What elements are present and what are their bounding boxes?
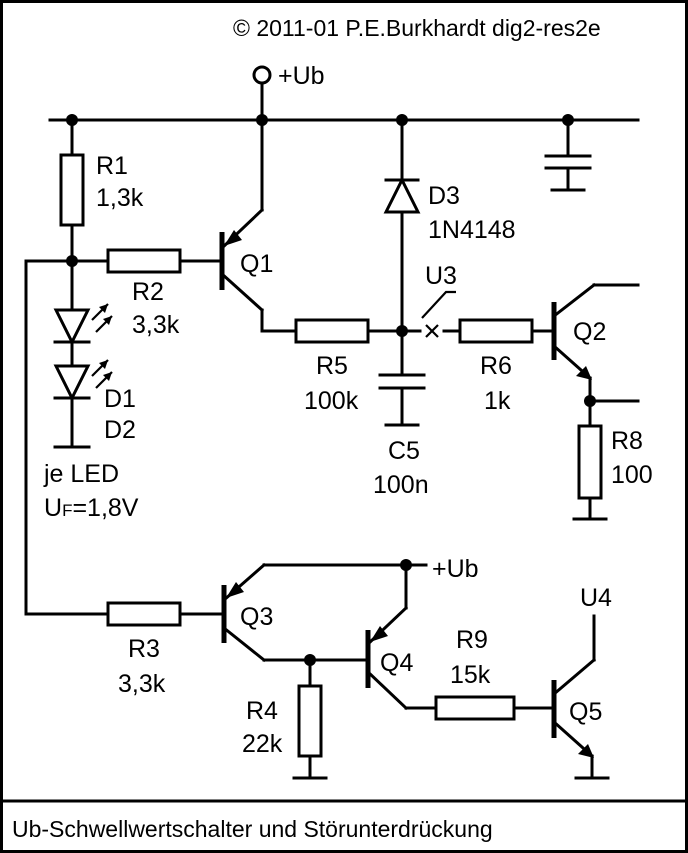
transistor-q4 [365, 563, 438, 711]
q1-name: Q1 [240, 250, 273, 278]
resistor-r4 [297, 684, 323, 758]
u3-test-point [421, 290, 456, 338]
transistor-q5 [551, 614, 597, 780]
r1-name: R1 [96, 152, 128, 180]
led-d1 [53, 303, 113, 346]
d3-name: D3 [428, 182, 460, 210]
capacitor-decoupling [544, 154, 592, 170]
r8-value: 100 [611, 461, 653, 489]
resistor-r2 [106, 248, 182, 274]
u4-label: U4 [580, 584, 612, 612]
copyright-text: © 2011-01 P.E.Burkhardt dig2-res2e [233, 15, 601, 41]
r8-name: R8 [611, 427, 643, 455]
resistor-r5 [294, 318, 370, 344]
r2-value: 3,3k [132, 311, 180, 339]
r4-name: R4 [246, 697, 278, 725]
r9-value: 15k [450, 661, 491, 689]
r6-value: 1k [484, 387, 511, 415]
r1-value: 1,3k [96, 184, 144, 212]
diode-d3 [383, 176, 421, 214]
q4-name: Q4 [380, 649, 413, 677]
transistor-q1 [219, 118, 265, 333]
junction-dots [66, 114, 596, 666]
r3-value: 3,3k [118, 670, 166, 698]
r5-name: R5 [316, 352, 348, 380]
supply-terminal-top [252, 65, 272, 122]
resistor-r1 [59, 153, 85, 227]
resistor-r6 [458, 318, 534, 344]
resistor-r8 [577, 424, 603, 500]
r2-name: R2 [132, 278, 164, 306]
c5-name: C5 [388, 437, 420, 465]
capacitor-c5 [378, 373, 426, 390]
u3-label: U3 [425, 262, 457, 290]
r9-name: R9 [456, 626, 488, 654]
resistor-r9 [434, 695, 516, 721]
supply-label-top: +Ub [278, 62, 325, 90]
transistor-q2 [551, 282, 640, 428]
d2-name: D2 [104, 416, 136, 444]
r5-value: 100k [304, 387, 359, 415]
q2-name: Q2 [573, 318, 606, 346]
r6-name: R6 [480, 352, 512, 380]
q5-name: Q5 [569, 698, 602, 726]
resistor-r3 [106, 601, 182, 627]
c5-value: 100n [373, 471, 429, 499]
r4-value: 22k [242, 730, 283, 758]
d1-name: D1 [104, 385, 136, 413]
supply-label-bottom: +Ub [432, 555, 479, 583]
led-note-line1: je LED [43, 460, 119, 488]
r3-name: R3 [128, 635, 160, 663]
q3-name: Q3 [240, 603, 273, 631]
footer-title: Ub-Schwellwertschalter und Störunterdrüc… [12, 816, 493, 842]
d3-value: 1N4148 [428, 216, 516, 244]
led-note-uf: UF=1,8V [44, 494, 139, 522]
